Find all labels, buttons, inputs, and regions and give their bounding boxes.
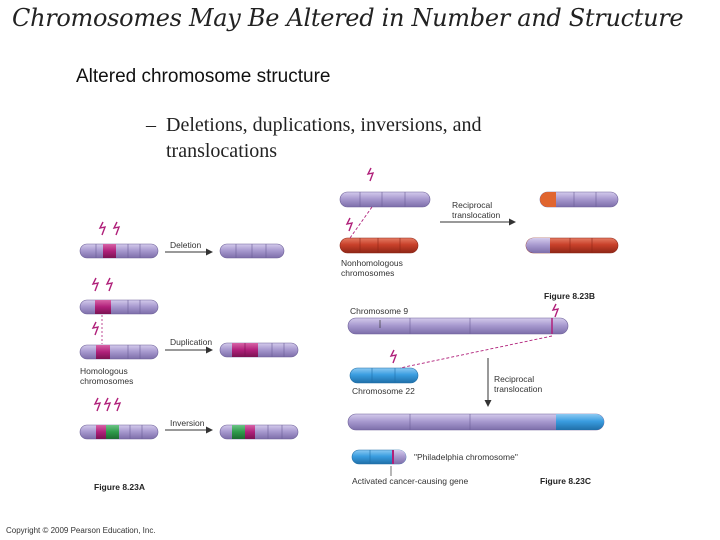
- chromosome-deletion-result: [219, 243, 285, 259]
- label-nonhomologous: Nonhomologous chromosomes: [341, 258, 403, 278]
- break-bolt-icon: [105, 277, 114, 292]
- chromosome-duplication-result: [219, 342, 299, 358]
- label-chromosome-22: Chromosome 22: [352, 386, 415, 396]
- chromosome-b-top: [339, 191, 431, 208]
- slide-title: Chromosomes May Be Altered in Number and…: [12, 4, 684, 32]
- label-philadelphia: "Philadelphia chromosome": [414, 452, 518, 462]
- exchange-line: [349, 206, 373, 239]
- bullet-dash: –: [146, 114, 156, 136]
- label-reciprocal-c: Reciprocal translocation: [494, 374, 543, 394]
- chromosome-b-bottom: [339, 237, 419, 254]
- chromosome-deletion-original: [79, 243, 159, 259]
- caption-figure-a: Figure 8.23A: [94, 482, 146, 492]
- chromosome-homolog-2: [79, 344, 159, 360]
- label-duplication: Duplication: [170, 337, 213, 347]
- break-bolt-icon: [93, 397, 102, 412]
- caption-figure-b: Figure 8.23B: [544, 291, 596, 301]
- break-bolt-icon: [113, 397, 122, 412]
- label-homologous: Homologous chromosomes: [80, 366, 134, 386]
- caption-figure-c: Figure 8.23C: [540, 476, 592, 486]
- break-bolt-icon: [366, 167, 375, 182]
- figure-c: [347, 303, 605, 476]
- figure-b: [339, 167, 619, 254]
- copyright-notice: Copyright © 2009 Pearson Education, Inc.: [6, 526, 156, 535]
- label-deletion: Deletion: [170, 240, 202, 250]
- break-bolt-icon: [389, 349, 398, 364]
- break-bolt-icon: [112, 221, 121, 236]
- break-bolt-icon: [91, 321, 100, 336]
- chromosome-b-result-top: [539, 191, 619, 208]
- label-activated-gene: Activated cancer-causing gene: [352, 476, 469, 486]
- break-bolt-icon: [91, 277, 100, 292]
- break-bolt-icon: [551, 303, 560, 318]
- chromosome-9-result: [347, 413, 605, 431]
- chromosome-b-result-bottom: [525, 237, 619, 254]
- chromosome-inversion-original: [79, 424, 159, 440]
- break-bolt-icon: [345, 217, 354, 232]
- chromosome-inversion-result: [219, 424, 299, 440]
- figure-a: [79, 221, 299, 440]
- chromosome-9: [347, 317, 569, 335]
- bullet-text: Deletions, duplications, inversions, and…: [166, 114, 482, 162]
- exchange-line: [399, 335, 553, 369]
- label-inversion: Inversion: [170, 418, 205, 428]
- slide-subtitle: Altered chromosome structure: [76, 66, 331, 87]
- philadelphia-chromosome: [351, 449, 407, 465]
- break-bolt-icon: [103, 397, 112, 412]
- chromosome-22: [349, 367, 419, 384]
- chromosome-homolog-1: [79, 299, 159, 315]
- label-reciprocal-b: Reciprocal translocation: [452, 200, 501, 220]
- label-chromosome-9: Chromosome 9: [350, 306, 409, 316]
- break-bolt-icon: [98, 221, 107, 236]
